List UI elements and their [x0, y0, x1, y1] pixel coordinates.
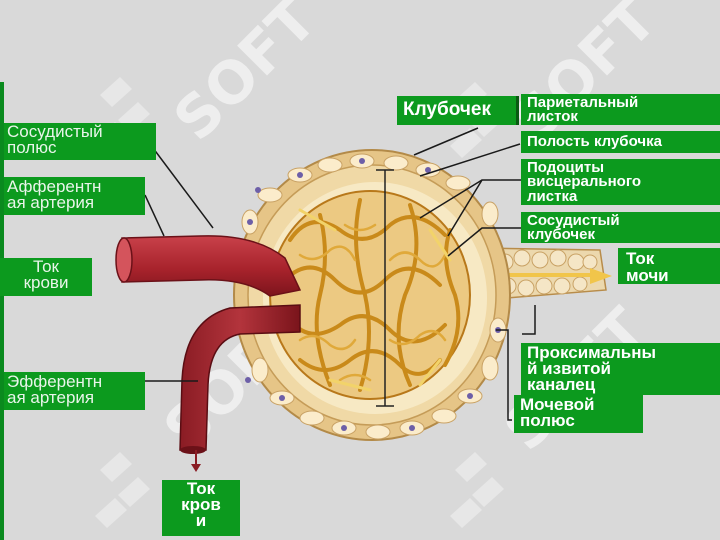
label-blood-flow-out: Ток кров и — [162, 480, 240, 536]
label-urinary-pole: Мочевой полюс — [514, 395, 643, 433]
leader-lines — [144, 127, 536, 421]
diameter-marker — [376, 169, 394, 407]
label-glomerulus: Клубочек — [397, 96, 519, 125]
efferent-artery — [179, 304, 301, 472]
left-accent-bar — [0, 82, 4, 540]
label-blood-flow-in: Ток крови — [0, 258, 92, 296]
label-vascular-pole: Сосудистый полюс — [4, 123, 156, 160]
watermark-logo — [450, 452, 504, 528]
label-capsule-cavity: Полость клубочка — [521, 131, 720, 153]
label-podocytes: Подоциты висцерального листка — [521, 159, 720, 205]
label-capillary-tuft: Сосудистый клубочек — [521, 212, 720, 243]
label-urine-flow: Ток мочи — [618, 248, 720, 284]
watermark-logo — [95, 452, 150, 528]
watermark-text: SOFT — [161, 0, 330, 154]
label-afferent-artery: Афферентн ая артерия — [4, 177, 145, 215]
afferent-artery — [115, 235, 302, 297]
label-efferent-artery: Эфферентн ая артерия — [4, 372, 145, 410]
label-proximal-tubule: Проксимальны й извитой каналец — [521, 343, 720, 395]
label-parietal-layer: Париетальный листок — [521, 94, 720, 125]
capillary-tuft — [269, 190, 471, 400]
